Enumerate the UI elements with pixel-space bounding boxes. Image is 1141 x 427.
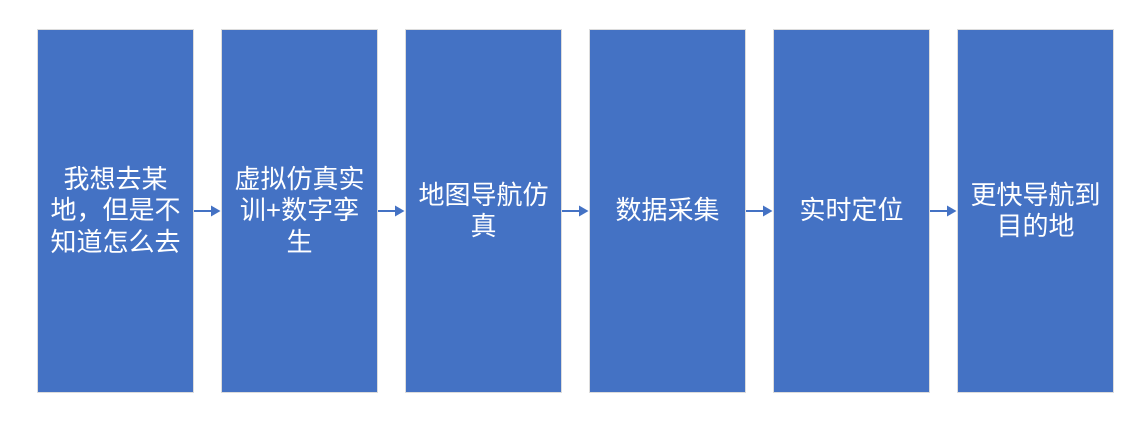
flow-step-faster-navigation: 更快导航到 目的地	[957, 29, 1114, 393]
flow-step-realtime-positioning: 实时定位	[773, 29, 930, 393]
flow-step-map-navigation-sim: 地图导航仿 真	[405, 29, 562, 393]
arrow-right-icon	[562, 29, 589, 393]
flow-step-virtual-training: 虚拟仿真实 训+数字孪 生	[221, 29, 378, 393]
flow-step-label: 地图导航仿 真	[418, 179, 549, 241]
flow-step-label: 数据采集	[615, 195, 720, 226]
arrow-right-icon	[746, 29, 773, 393]
flow-step-label: 更快导航到 目的地	[970, 179, 1101, 241]
arrow-right-icon	[194, 29, 221, 393]
flow-step-label: 我想去某 地，但是不 知道怎么去	[50, 164, 181, 257]
arrow-right-icon	[378, 29, 405, 393]
flow-step-label: 虚拟仿真实 训+数字孪 生	[234, 164, 365, 257]
flow-step-want-to-go: 我想去某 地，但是不 知道怎么去	[37, 29, 194, 393]
flow-step-data-collection: 数据采集	[589, 29, 746, 393]
arrow-right-icon	[930, 29, 957, 393]
flow-step-label: 实时定位	[799, 195, 904, 226]
